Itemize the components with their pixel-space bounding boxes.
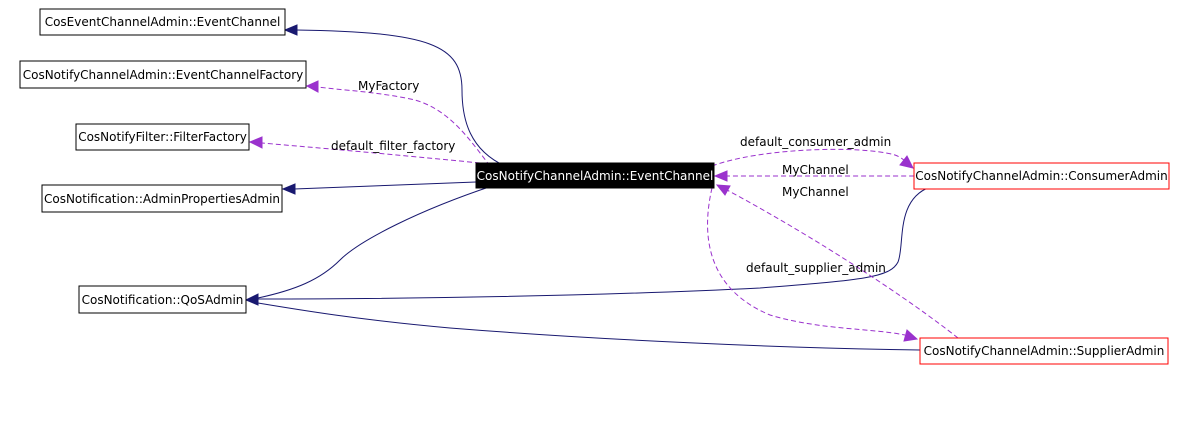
node-event-channel-base[interactable]: CosEventChannelAdmin::EventChannel — [39, 8, 286, 36]
node-event-channel-factory[interactable]: CosNotifyChannelAdmin::EventChannelFacto… — [19, 60, 307, 89]
node-qos-admin-label: CosNotification::QoSAdmin — [82, 293, 244, 307]
node-consumer-admin[interactable]: CosNotifyChannelAdmin::ConsumerAdmin — [913, 162, 1170, 190]
arrowhead-my-channel-consumer — [713, 170, 728, 182]
edge-inherit-qos-focus — [257, 185, 493, 299]
node-supplier-admin-label: CosNotifyChannelAdmin::SupplierAdmin — [924, 344, 1165, 358]
arrowhead-event-channel-base — [283, 24, 298, 36]
edge-usage-default-supplier-admin — [707, 187, 906, 336]
node-event-channel-factory-label: CosNotifyChannelAdmin::EventChannelFacto… — [23, 68, 304, 82]
edge-inherit-qos-supplier — [257, 302, 921, 351]
edge-inherit-admin-properties — [293, 181, 477, 190]
node-admin-properties-admin[interactable]: CosNotification::AdminPropertiesAdmin — [41, 184, 283, 213]
arrowhead-admin-properties — [281, 183, 296, 195]
node-focus-event-channel-label: CosNotifyChannelAdmin::EventChannel — [477, 169, 714, 183]
node-filter-factory-label: CosNotifyFilter::FilterFactory — [78, 130, 247, 144]
node-consumer-admin-label: CosNotifyChannelAdmin::ConsumerAdmin — [915, 169, 1167, 183]
label-my-channel-supplier: MyChannel — [782, 185, 849, 199]
arrowhead-filter-factory — [248, 136, 263, 149]
arrowhead-my-factory — [305, 80, 319, 93]
arrowhead-qos — [244, 293, 259, 306]
arrowhead-consumer-admin — [899, 155, 914, 169]
edge-inherit-event-channel-base — [295, 29, 506, 167]
label-my-channel-consumer: MyChannel — [782, 163, 849, 177]
node-admin-properties-admin-label: CosNotification::AdminPropertiesAdmin — [44, 192, 280, 206]
label-default-filter-factory: default_filter_factory — [331, 139, 455, 153]
node-supplier-admin[interactable]: CosNotifyChannelAdmin::SupplierAdmin — [919, 337, 1169, 365]
arrowhead-my-channel-supplier — [715, 184, 731, 196]
edge-inherit-qos-consumer — [257, 186, 931, 300]
node-filter-factory[interactable]: CosNotifyFilter::FilterFactory — [75, 123, 250, 151]
edge-usage-my-channel-supplier — [726, 189, 959, 339]
label-my-factory: MyFactory — [358, 79, 419, 93]
label-default-supplier-admin: default_supplier_admin — [746, 261, 886, 275]
node-qos-admin[interactable]: CosNotification::QoSAdmin — [78, 285, 247, 314]
edge-usage-default-consumer-admin — [711, 148, 907, 167]
node-event-channel-base-label: CosEventChannelAdmin::EventChannel — [45, 15, 281, 29]
node-focus-event-channel[interactable]: CosNotifyChannelAdmin::EventChannel — [475, 162, 715, 189]
arrowhead-supplier-admin — [903, 329, 919, 342]
edge-usage-filter-factory — [261, 142, 481, 164]
label-default-consumer-admin: default_consumer_admin — [740, 135, 891, 149]
edge-usage-my-factory — [317, 86, 491, 167]
